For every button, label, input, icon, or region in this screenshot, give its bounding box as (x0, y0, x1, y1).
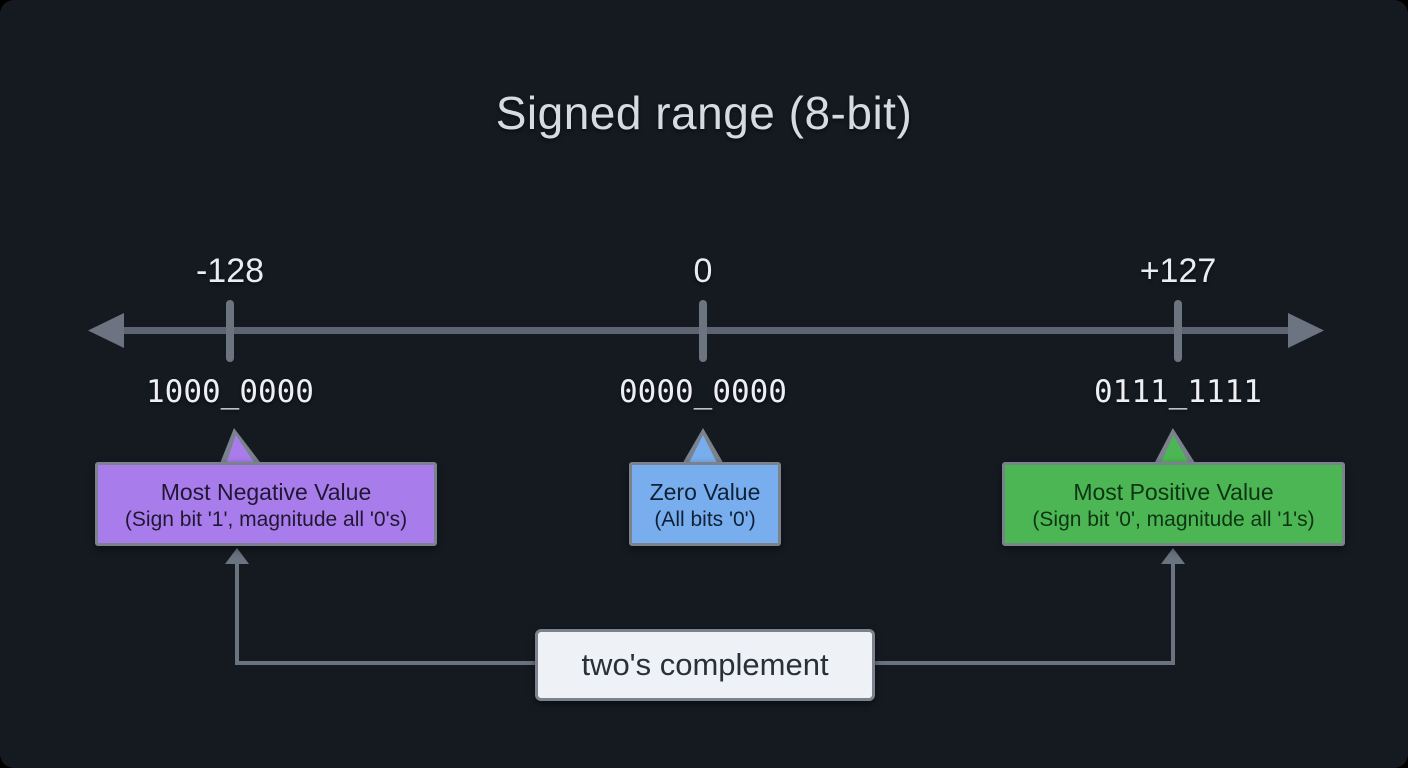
connector-arrow-up-right-icon (1161, 548, 1185, 564)
page-title: Signed range (8-bit) (495, 87, 913, 139)
callout-subtitle: (All bits '0') (654, 508, 756, 531)
connector-arrow-up-left-icon (225, 548, 249, 564)
callout-subtitle: (Sign bit '1', magnitude all '0's) (124, 508, 408, 531)
tick-plus-127 (1174, 300, 1182, 362)
connector-line-right-vertical (1171, 561, 1175, 665)
callout-title: Most Negative Value (160, 479, 372, 505)
binary-label-zero: 0000_0000 (619, 374, 787, 410)
binary-label-most-negative: 1000_0000 (146, 374, 314, 410)
twos-complement-label: two's complement (535, 629, 875, 701)
value-label-zero: 0 (693, 252, 713, 290)
number-line (96, 327, 1318, 334)
value-label-plus-127: +127 (1139, 252, 1217, 290)
callout-most-negative: Most Negative Value (Sign bit '1', magni… (95, 462, 437, 546)
binary-label-most-positive: 0111_1111 (1094, 374, 1262, 410)
value-label-minus-128: -128 (195, 252, 265, 290)
tick-minus-128 (226, 300, 234, 362)
callout-title: Zero Value (649, 479, 761, 505)
connector-line-right (873, 661, 1175, 665)
callout-subtitle: (Sign bit '0', magnitude all '1's) (1032, 508, 1315, 531)
callout-title: Most Positive Value (1073, 479, 1274, 505)
connector-line-left (237, 661, 537, 665)
callout-most-positive: Most Positive Value (Sign bit '0', magni… (1002, 462, 1345, 546)
arrow-left-icon (88, 313, 124, 348)
tick-zero (699, 300, 707, 362)
arrow-right-icon (1288, 313, 1324, 348)
callout-zero: Zero Value (All bits '0') (629, 462, 781, 546)
connector-line-left-vertical (235, 561, 239, 665)
